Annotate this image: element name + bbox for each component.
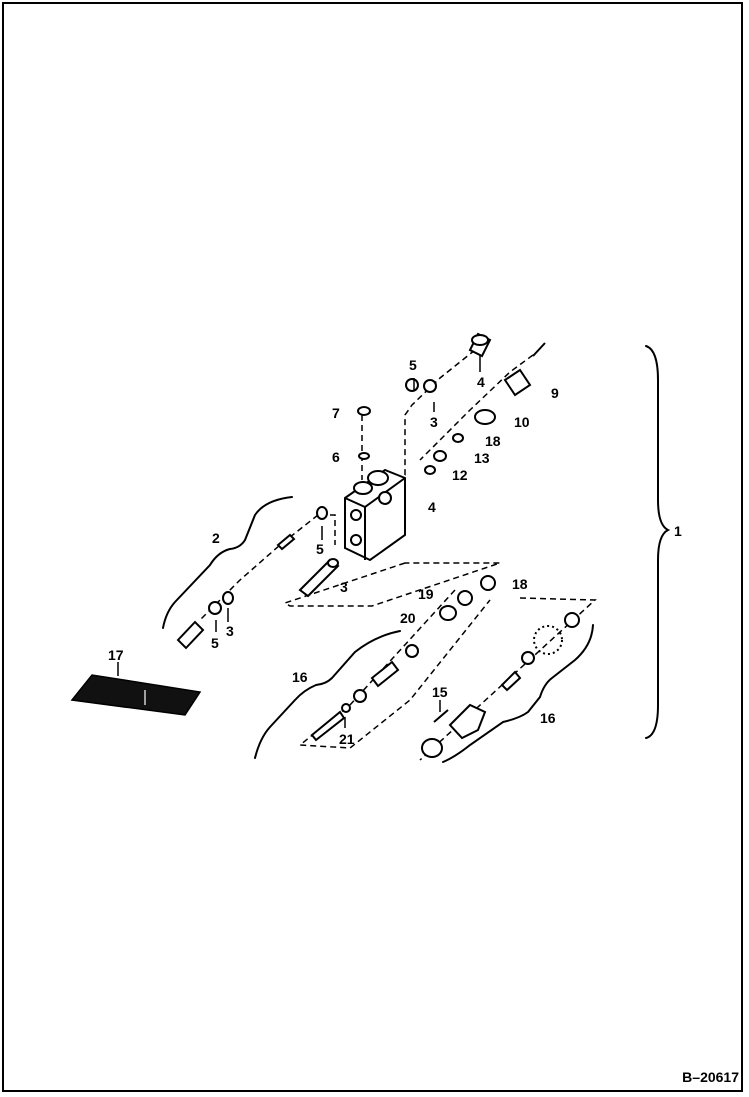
callout-16-left: 16 xyxy=(292,669,308,685)
callout-6: 6 xyxy=(332,449,340,465)
ring-20 xyxy=(439,605,457,621)
spool-3 xyxy=(298,558,340,598)
dash-line-16-left xyxy=(298,589,491,749)
part-9 xyxy=(503,368,532,397)
callout-18-low: 18 xyxy=(512,576,528,592)
callout-18-top: 18 xyxy=(485,433,501,449)
cap-15 xyxy=(448,703,487,740)
brace-16-right xyxy=(442,624,594,763)
callout-21: 21 xyxy=(339,731,355,747)
dash-line-2 xyxy=(199,514,319,621)
dash-line-16-right xyxy=(419,597,597,761)
figure-reference: B–20617 xyxy=(682,1069,739,1085)
callout-7: 7 xyxy=(332,405,340,421)
callout-13: 13 xyxy=(474,450,490,466)
brace-1 xyxy=(645,345,671,739)
callout-12: 12 xyxy=(452,467,468,483)
ring-19 xyxy=(457,590,473,606)
callout-5-top: 5 xyxy=(409,357,417,373)
callout-5-mid: 5 xyxy=(316,541,324,557)
callout-5-left: 5 xyxy=(211,635,219,651)
callout-17: 17 xyxy=(108,647,124,663)
callout-19: 19 xyxy=(418,586,434,602)
spring-left xyxy=(370,660,400,688)
callout-20: 20 xyxy=(400,610,416,626)
callout-3-mid: 3 xyxy=(340,579,348,595)
callout-15: 15 xyxy=(432,684,448,700)
callout-16-right: 16 xyxy=(540,710,556,726)
callout-4-top: 4 xyxy=(477,374,485,390)
ring-18 xyxy=(480,575,496,591)
callout-4-body: 4 xyxy=(428,499,436,515)
dash-line-9 xyxy=(419,354,534,461)
strip-17 xyxy=(70,674,202,716)
plug-2 xyxy=(176,620,205,650)
poppet-21 xyxy=(310,710,346,742)
brace-2 xyxy=(162,496,293,629)
callout-9: 9 xyxy=(551,385,559,401)
callout-2: 2 xyxy=(212,530,220,546)
callout-10: 10 xyxy=(514,414,530,430)
callout-3-left: 3 xyxy=(226,623,234,639)
dash-box-lower xyxy=(283,562,501,607)
spring-right xyxy=(500,670,522,692)
brace-16-left xyxy=(254,630,401,759)
callout-3-top: 3 xyxy=(430,414,438,430)
callout-1: 1 xyxy=(674,523,682,539)
